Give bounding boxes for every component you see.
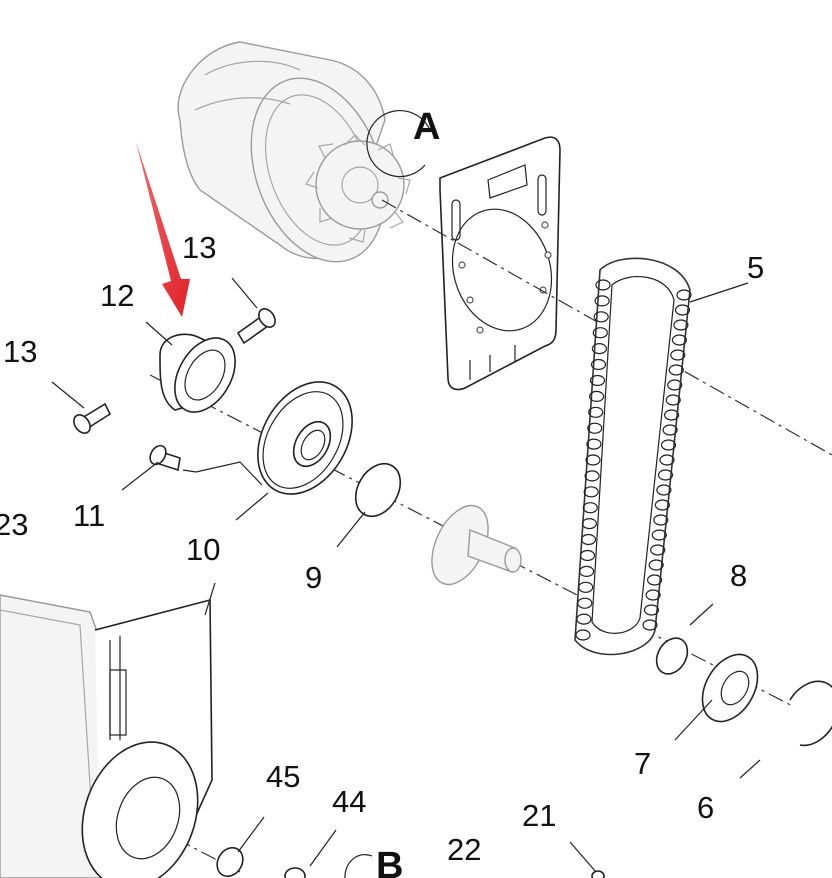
- chain-link: [653, 514, 669, 526]
- ring-45: [216, 846, 244, 878]
- circlip-6: [789, 680, 832, 747]
- chain-link: [670, 349, 686, 361]
- chain-link: [584, 470, 600, 482]
- bolt-flange: [149, 444, 181, 472]
- chain-link: [645, 589, 661, 601]
- chain-link: [650, 544, 666, 556]
- chain-link: [585, 454, 601, 466]
- detail-label-b: B: [376, 845, 403, 878]
- chain-link: [671, 334, 688, 346]
- chain-link: [590, 358, 607, 371]
- mounting-plate: [439, 136, 561, 391]
- chain-link: [674, 304, 691, 316]
- chain-link: [593, 311, 609, 323]
- chain-link: [586, 438, 602, 450]
- chain-link: [589, 374, 606, 387]
- callout-23: 23: [0, 507, 28, 542]
- bolt-left: [73, 402, 112, 434]
- chain-link: [659, 454, 675, 466]
- flange-plate: [257, 381, 353, 495]
- callout-44: 44: [332, 784, 366, 819]
- chain-link: [578, 565, 595, 578]
- chain-link: [594, 295, 610, 307]
- bearing-housing: [159, 333, 236, 413]
- chain-link: [578, 581, 594, 593]
- chain-link: [663, 409, 680, 421]
- chain-link: [588, 390, 605, 402]
- red-arrow: [136, 142, 190, 317]
- callout-10: 10: [186, 532, 220, 567]
- chain-link: [587, 422, 603, 434]
- chain-link: [676, 289, 692, 301]
- bolt-upper: [236, 308, 276, 345]
- callout-22: 22: [447, 832, 481, 867]
- callout-5: 5: [747, 250, 764, 285]
- chain-link: [581, 517, 598, 530]
- callout-21: 21: [522, 798, 556, 833]
- callout-45: 45: [266, 759, 300, 794]
- leader-lines: [51, 277, 761, 873]
- chain-link: [654, 499, 671, 511]
- detail-b-marker: B: [344, 845, 403, 878]
- detail-label-a: A: [413, 106, 440, 148]
- chain-link: [660, 439, 677, 451]
- callout-12: 12: [100, 278, 134, 313]
- callout-labels: 5 6 7 8 9 10 11 12 13 13 21 22 23 44 45: [0, 230, 764, 867]
- chain-link: [577, 597, 593, 609]
- chain-link: [583, 486, 599, 498]
- detail-a-marker: A: [366, 106, 440, 178]
- callout-8: 8: [730, 558, 747, 593]
- callout-6: 6: [697, 790, 714, 825]
- chain-link: [580, 533, 597, 546]
- chain-link: [588, 406, 604, 418]
- chain-link: [668, 364, 684, 376]
- chain-link: [642, 619, 658, 631]
- ball-bearing: [701, 653, 759, 723]
- chain-link: [662, 424, 678, 436]
- chain-link: [576, 613, 592, 625]
- chain-link: [648, 559, 664, 571]
- driven-sprocket: [431, 504, 522, 586]
- chain-link: [656, 484, 672, 496]
- chain-link: [665, 394, 681, 406]
- chain-link: [591, 343, 608, 355]
- drive-sprocket: [305, 134, 411, 243]
- part-44: [284, 867, 306, 878]
- chain-link: [579, 549, 596, 562]
- retaining-ring-9: [354, 462, 402, 518]
- chain-link: [595, 279, 611, 291]
- chain-link: [651, 529, 667, 541]
- axis-lower: [149, 824, 241, 873]
- callout-9: 9: [305, 560, 322, 595]
- callout-11: 11: [73, 498, 105, 533]
- chain-link: [646, 574, 663, 586]
- chain-link: [575, 629, 591, 641]
- roller-chain: [574, 257, 692, 656]
- chain-link: [667, 379, 683, 391]
- callout-7: 7: [634, 746, 651, 781]
- part-21: [591, 870, 605, 878]
- callout-13-left: 13: [3, 334, 37, 369]
- callout-13-upper: 13: [182, 230, 216, 265]
- chain-link: [582, 502, 598, 514]
- retaining-ring-8: [655, 637, 689, 675]
- chain-link: [657, 469, 674, 481]
- chain-link: [673, 319, 689, 331]
- chain-link: [643, 604, 660, 616]
- chain-link: [592, 327, 608, 339]
- lower-housing: [0, 594, 213, 878]
